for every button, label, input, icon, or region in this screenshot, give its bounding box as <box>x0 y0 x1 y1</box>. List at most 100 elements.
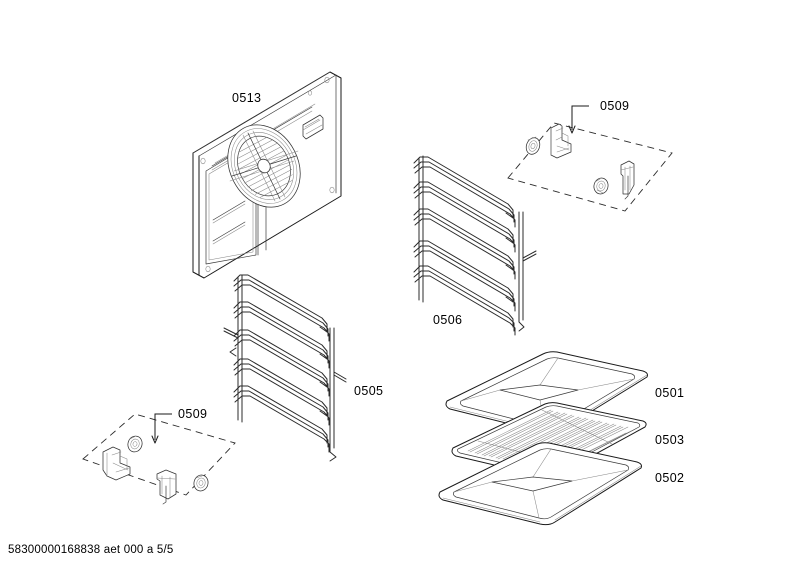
rack-0503-cross-2 <box>541 409 613 445</box>
tray-0501-wall-b <box>539 357 559 386</box>
grommet-d-mid <box>196 477 206 489</box>
grommet-d-tick <box>195 475 203 479</box>
footer-document-code: 58300000168838 aet 000 a 5/5 <box>8 544 173 556</box>
tray-0502-thickness-front <box>442 497 541 523</box>
grommet-part-d <box>193 474 209 492</box>
fan-spokes-outline <box>229 130 299 202</box>
fan-cover-assembly <box>227 124 301 208</box>
tray-0502-bottom-face <box>491 476 573 492</box>
clip-kit-dashed-boundary-top <box>507 122 673 212</box>
leader-arrow-0509-top <box>568 125 576 134</box>
part-0506-shelf-rail-right: 0506 <box>413 155 537 336</box>
grommet-c-mid <box>130 438 140 450</box>
panel-latch-detail <box>302 114 324 140</box>
grommet-a-mid <box>528 140 538 152</box>
hook-clip-b <box>156 469 177 505</box>
rail-0505-stop-pin-right-b <box>333 374 347 383</box>
bracket-clip-b <box>102 446 131 481</box>
bracket-a-tab-3 <box>556 145 570 151</box>
grommet-b-tick-2 <box>596 189 604 194</box>
bracket-clip-a <box>550 123 572 159</box>
panel-top-edge-inner <box>198 74 337 157</box>
tray-0501-rim-outer <box>445 351 648 434</box>
grommet-a-tick <box>527 136 537 141</box>
bracket-a-tab-4 <box>556 147 570 153</box>
part-0509-top-clip-kit: 0509 <box>507 99 673 212</box>
rail-0506-bottom-hook <box>518 309 525 332</box>
panel-vent-slot-2 <box>212 221 246 242</box>
panel-top-edge <box>192 71 331 154</box>
part-label-0503: 0503 <box>655 433 684 447</box>
grommet-d-bore <box>198 480 204 486</box>
rail-0505-bottom-hook <box>329 439 337 462</box>
grommet-c-bore <box>132 441 138 447</box>
grommet-d-outer <box>193 474 209 492</box>
bracket-b-tab-1 <box>111 451 122 456</box>
tray-0501-bottom-face <box>499 384 579 401</box>
rail-0506-level-4 <box>413 240 516 312</box>
grommet-b-mid <box>596 180 606 192</box>
bracket-a-body <box>550 123 572 159</box>
bracket-b-body <box>102 446 131 481</box>
grommet-a-bore <box>530 143 536 149</box>
clip-kit-dashed-boundary-bottom <box>82 413 236 496</box>
latch-line-2 <box>305 124 323 135</box>
rail-0505-level-5 <box>233 385 330 453</box>
part-0509-bottom-clip-kit: 0509 <box>82 407 236 505</box>
grommet-b-bore <box>598 183 604 189</box>
fan-hub <box>257 158 271 174</box>
rail-0505-stop-pin-left-b <box>223 330 239 339</box>
tray-0502-wall-b <box>532 448 552 478</box>
leader-line-0509-top <box>571 105 589 130</box>
panel-hole-tr <box>324 76 330 84</box>
grommet-part-c <box>127 435 143 453</box>
tray-0502-wall-a <box>453 481 493 493</box>
part-0505-shelf-rail-left: 0505 <box>223 274 383 462</box>
rail-0506-level-1 <box>413 156 516 228</box>
part-label-0509-bottom: 0509 <box>178 407 207 421</box>
latch-line-1 <box>302 119 321 131</box>
tray-0502-thickness-right <box>554 465 642 521</box>
tray-0502-wall-d <box>532 490 540 519</box>
leader-arrow-0509-bottom <box>151 435 159 444</box>
rail-0506-level-2 <box>413 181 516 253</box>
rail-0505-stop-pin-left <box>223 327 239 336</box>
panel-hole-tl <box>200 157 206 165</box>
panel-vent-slot-1b <box>212 203 246 224</box>
part-label-0501: 0501 <box>655 386 684 400</box>
panel-hole-mid <box>307 90 313 96</box>
tray-0501-wall-c <box>577 378 635 391</box>
leader-line-0509-bottom <box>154 413 172 440</box>
rack-0503-frame-inner <box>456 405 641 474</box>
bracket-b-fold <box>119 455 128 470</box>
part-0501-deep-baking-tray: 0501 <box>445 351 684 434</box>
hook-a-tail <box>624 175 629 200</box>
part-label-0506: 0506 <box>433 313 462 327</box>
part-label-0502: 0502 <box>655 471 684 485</box>
part-0513-rear-fan-panel: 0513 <box>192 71 342 279</box>
rail-0505-level-2 <box>233 301 330 369</box>
panel-hole-bl <box>205 265 211 273</box>
part-label-0513: 0513 <box>232 91 261 105</box>
grommet-part-b <box>593 177 609 195</box>
rail-0506-level-3 <box>413 208 516 280</box>
part-0502-shallow-baking-tray: 0502 <box>438 442 684 526</box>
rail-0506-stop-pin-b <box>522 253 537 262</box>
bracket-a-fold <box>561 132 569 147</box>
hook-b-top <box>156 477 176 480</box>
fan-cover-ring-1 <box>230 128 298 204</box>
rail-0505-kink <box>229 347 237 357</box>
bracket-a-tab-2 <box>555 136 563 141</box>
grommet-part-a <box>525 136 541 155</box>
bracket-a-tab-1 <box>555 127 564 132</box>
tray-0502-rim-outer <box>438 442 642 526</box>
rack-0503-frame <box>451 402 647 478</box>
hook-b-tail <box>162 485 167 505</box>
fan-cover-ring-2 <box>234 132 294 200</box>
tray-0501-wall-a <box>460 389 501 402</box>
rail-0505-level-4 <box>233 358 330 426</box>
panel-vent-slot-2b <box>212 224 246 245</box>
